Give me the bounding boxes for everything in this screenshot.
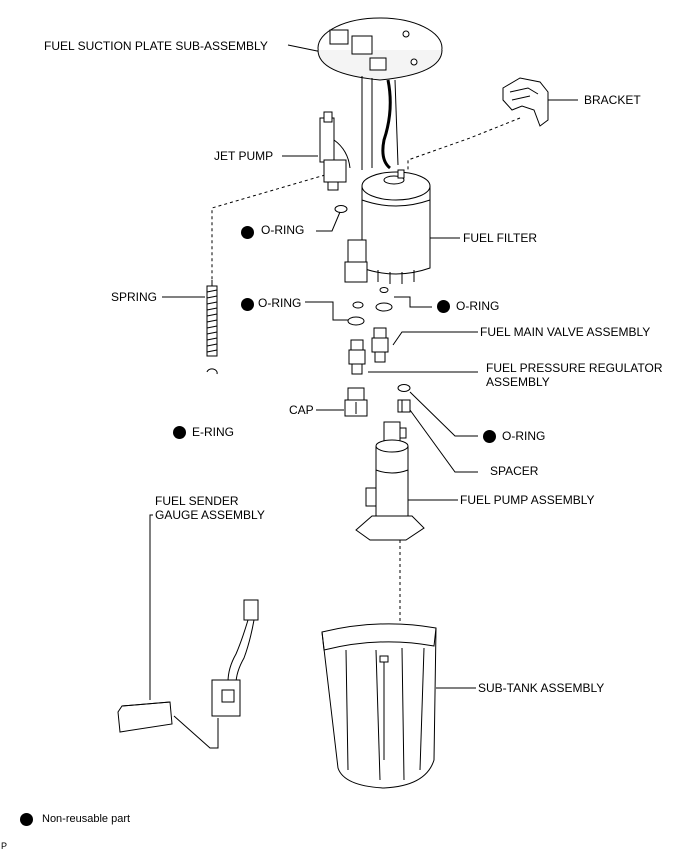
legend-text: Non-reusable part — [42, 813, 131, 825]
label-spring: SPRING — [111, 290, 158, 304]
label-bracket: BRACKET — [584, 93, 641, 107]
fuel-sender-gauge — [117, 599, 259, 749]
fuel-pressure-regulator — [348, 339, 366, 375]
label-spacer: SPACER — [490, 464, 539, 478]
non-reusable-mark-oring-4 — [483, 430, 496, 443]
o-ring-right — [375, 302, 393, 312]
fuel-suction-plate — [317, 17, 443, 170]
o-ring-left — [347, 316, 365, 326]
label-o-ring-1: O-RING — [261, 223, 305, 237]
cap — [344, 387, 368, 417]
label-cap: CAP — [289, 403, 314, 417]
bracket — [502, 77, 549, 127]
alignment-lines — [211, 117, 521, 640]
label-fuel-filter: FUEL FILTER — [463, 231, 538, 245]
spring — [206, 285, 218, 357]
label-fuel-pump: FUEL PUMP ASSEMBLY — [460, 493, 595, 507]
non-reusable-mark-oring-2 — [241, 298, 254, 311]
fuel-main-valve — [371, 327, 389, 363]
label-fuel-sender-line1: FUEL SENDER — [155, 494, 239, 508]
label-fuel-sender-line2: GAUGE ASSEMBLY — [155, 508, 265, 522]
label-e-ring: E-RING — [192, 425, 234, 439]
sub-tank — [321, 623, 437, 789]
label-jet-pump: JET PUMP — [214, 149, 274, 163]
leader-lines — [149, 44, 578, 700]
o-ring-upper — [334, 205, 348, 213]
fuel-filter — [344, 169, 431, 284]
corner-mark: P — [1, 841, 8, 851]
fuel-pump — [355, 421, 425, 541]
label-fuel-main-valve: FUEL MAIN VALVE ASSEMBLY — [480, 325, 651, 339]
legend-dot — [20, 813, 33, 826]
non-reusable-mark-oring-1 — [241, 226, 254, 239]
jet-pump — [319, 111, 351, 191]
o-ring-pump — [397, 384, 411, 392]
spacer — [397, 399, 411, 413]
o-ring-small-right — [379, 287, 389, 293]
non-reusable-mark-ering — [173, 426, 186, 439]
label-o-ring-3: O-RING — [456, 299, 500, 313]
label-o-ring-2: O-RING — [258, 296, 302, 310]
label-o-ring-4: O-RING — [502, 429, 546, 443]
e-ring — [206, 368, 218, 375]
label-fuel-suction-plate: FUEL SUCTION PLATE SUB-ASSEMBLY — [44, 39, 268, 53]
non-reusable-mark-oring-3 — [437, 300, 450, 313]
label-sub-tank: SUB-TANK ASSEMBLY — [478, 681, 605, 695]
o-ring-small-left — [352, 301, 364, 309]
label-fuel-pressure-regulator-line1: FUEL PRESSURE REGULATOR — [486, 361, 663, 375]
label-fuel-pressure-regulator-line2: ASSEMBLY — [486, 375, 550, 389]
